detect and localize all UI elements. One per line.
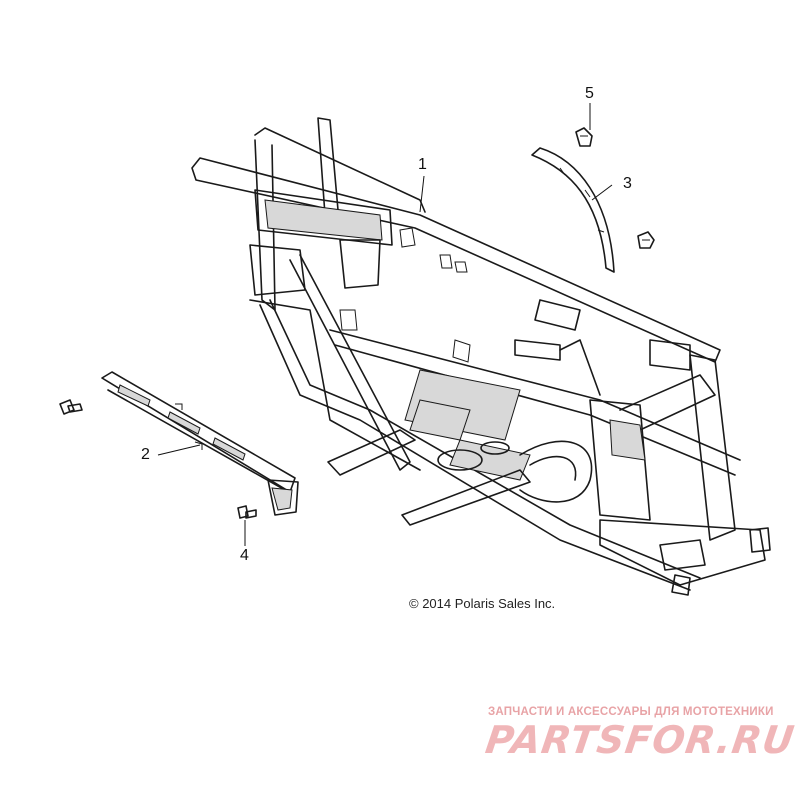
callout-3: 3 [623, 175, 632, 192]
watermark-logo: PARTSFOR.RU [482, 718, 798, 762]
part-2-side-rail [101, 371, 299, 516]
part-1-main-frame [191, 117, 771, 596]
copyright-text: © 2014 Polaris Sales Inc. [409, 596, 556, 611]
part-4-bolts [59, 399, 257, 519]
callout-4: 4 [240, 547, 249, 564]
part-5-fasteners [575, 127, 655, 249]
watermark-tagline: ЗАПЧАСТИ И АКСЕССУАРЫ ДЛЯ МОТОТЕХНИКИ [488, 706, 774, 718]
callout-5: 5 [585, 85, 594, 102]
callout-2: 2 [141, 446, 150, 463]
part-3-curved-bracket [531, 147, 615, 273]
callout-1: 1 [418, 156, 427, 173]
leader-lines [157, 103, 613, 546]
